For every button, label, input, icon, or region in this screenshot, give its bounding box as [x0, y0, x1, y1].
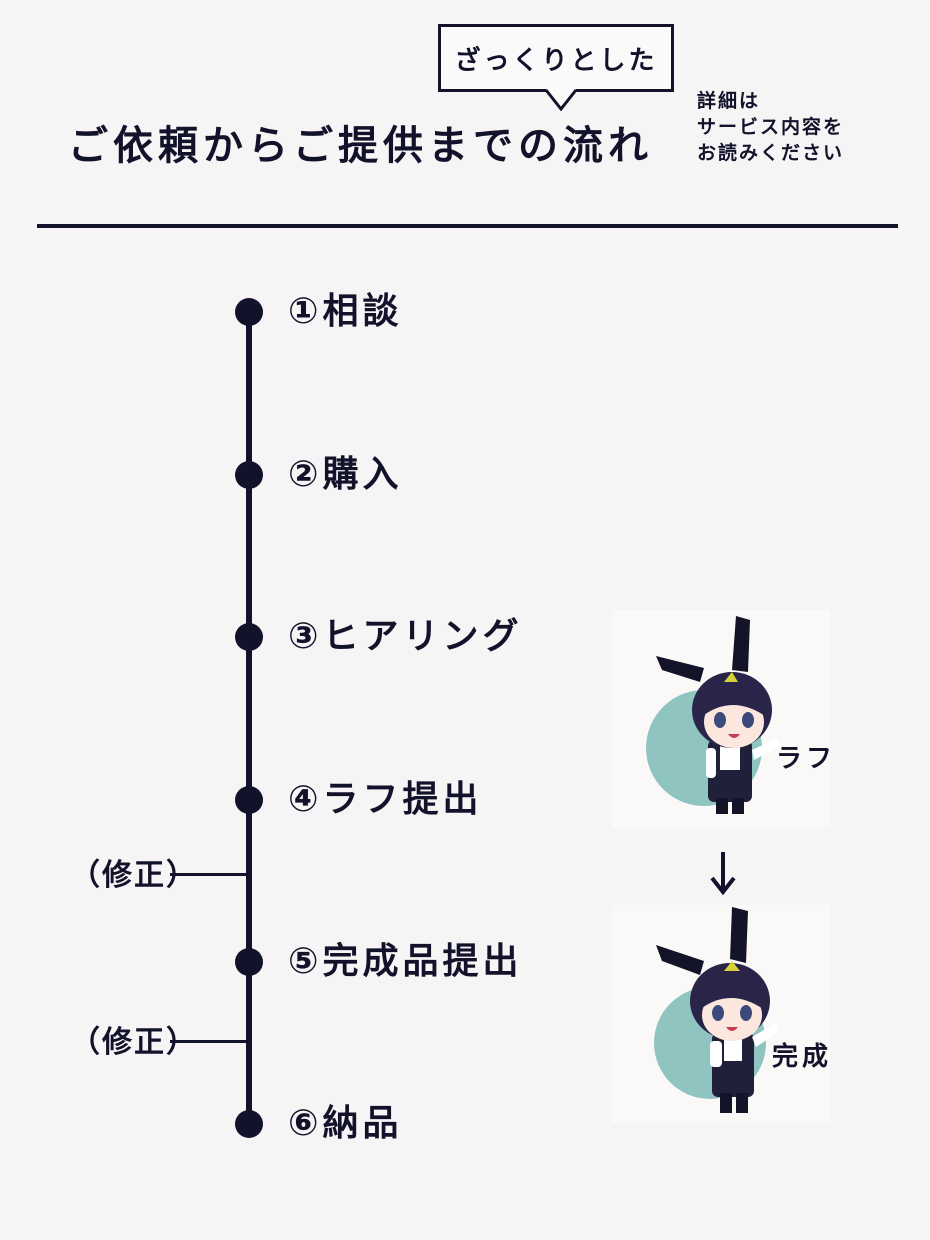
revision-branch-line [170, 1040, 250, 1043]
note-line: サービス内容を [697, 116, 845, 138]
step-number: ④ [288, 779, 323, 820]
timeline-dot [235, 298, 263, 326]
header-divider [37, 224, 898, 228]
step-label: 購入 [322, 454, 403, 495]
page-title: ご依頼からご提供までの流れ [68, 123, 653, 169]
timeline-dot [235, 623, 263, 651]
chibi-bunny-character-rough-icon [646, 616, 780, 814]
step-label: 完成品提出 [322, 941, 523, 982]
step-delivery: ⑥納品 [288, 1102, 403, 1146]
bubble-text: ざっくりとした [454, 45, 658, 76]
step-label: 相談 [322, 291, 403, 332]
down-arrow-icon [710, 852, 736, 896]
step-number: ① [288, 291, 323, 332]
timeline-line [246, 312, 252, 1124]
step-consultation: ①相談 [288, 290, 403, 334]
step-number: ③ [288, 616, 323, 657]
rough-label: ラフ [776, 744, 837, 774]
timeline-dot [235, 1110, 263, 1138]
step-number: ② [288, 454, 323, 495]
speech-bubble: ざっくりとした [438, 24, 674, 92]
note-line: 詳細は [697, 90, 761, 112]
final-illustration-card [612, 905, 830, 1123]
chibi-bunny-character-final-icon [654, 907, 780, 1113]
revision-label: （修正） [70, 1025, 198, 1060]
note-line: お読みください [697, 142, 845, 164]
final-label: 完成 [772, 1042, 833, 1072]
timeline-dot [235, 461, 263, 489]
timeline-dot [235, 786, 263, 814]
timeline-dot [235, 948, 263, 976]
step-number: ⑤ [288, 941, 323, 982]
step-label: ヒアリング [322, 616, 523, 657]
step-hearing: ③ヒアリング [288, 615, 523, 659]
step-label: ラフ提出 [322, 779, 483, 820]
rough-illustration-card [612, 610, 830, 828]
revision-label: （修正） [70, 858, 198, 893]
step-final-submission: ⑤完成品提出 [288, 940, 523, 984]
revision-branch-line [170, 873, 250, 876]
step-rough-submission: ④ラフ提出 [288, 778, 483, 822]
step-number: ⑥ [288, 1103, 323, 1144]
step-purchase: ②購入 [288, 453, 403, 497]
speech-bubble-tail-icon [546, 89, 576, 111]
step-label: 納品 [322, 1103, 403, 1144]
details-note: 詳細は サービス内容を お読みください [697, 88, 844, 166]
